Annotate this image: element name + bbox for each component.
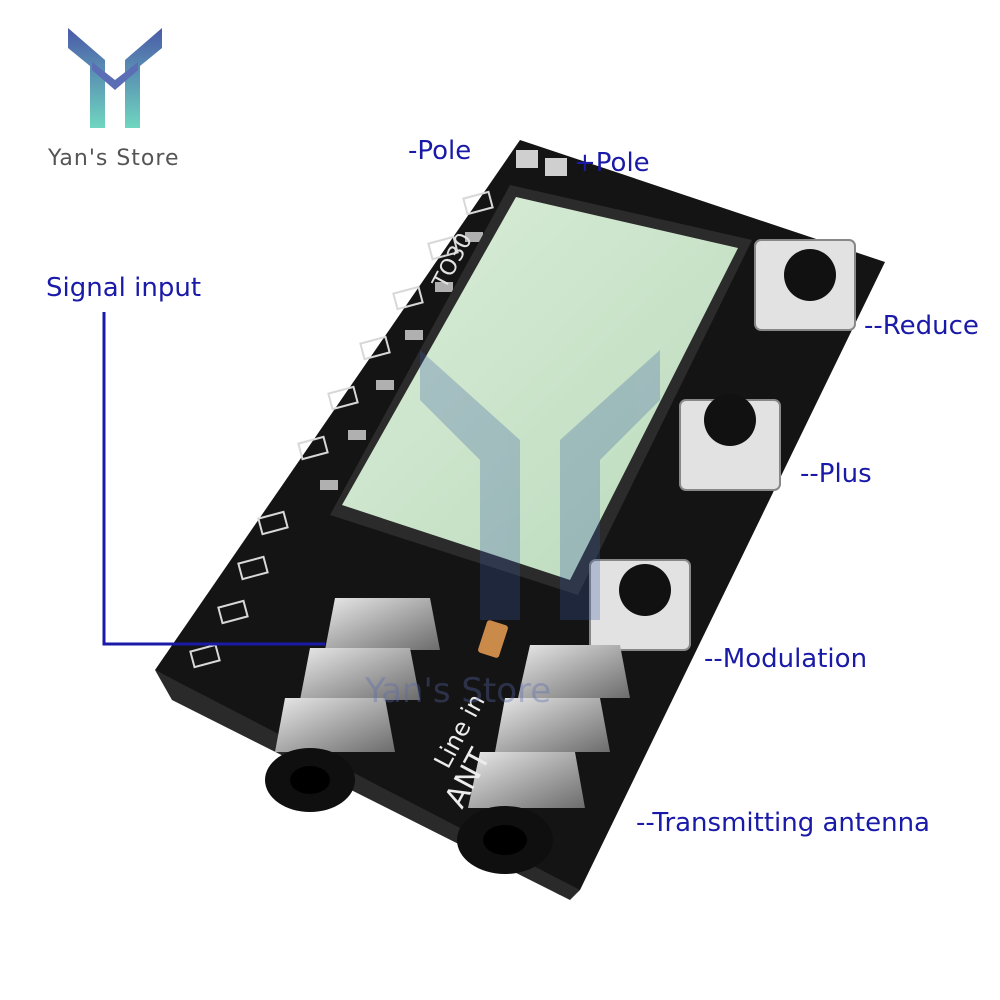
pos-pole-pad [545, 158, 567, 176]
signal-input-callout [102, 312, 325, 646]
reduce-label: --Reduce [864, 311, 979, 341]
silkscreen-pads [189, 190, 494, 669]
modulation-button[interactable] [589, 559, 691, 651]
smd-components [320, 232, 483, 490]
store-logo [68, 28, 162, 128]
watermark-logo [420, 350, 660, 620]
plus-label: --Plus [800, 459, 872, 489]
antenna-jack[interactable] [457, 645, 630, 874]
store-name: Yan's Store [48, 146, 180, 171]
capacitor [478, 620, 508, 658]
pos-pole-label: +Pole [574, 148, 650, 178]
neg-pole-pad [516, 150, 538, 168]
transmitting-antenna-label: --Transmitting antenna [636, 808, 930, 838]
neg-pole-label: -Pole [408, 136, 472, 166]
plus-button[interactable] [679, 394, 781, 491]
signal-input-jack[interactable] [265, 598, 440, 812]
lcd-glass [342, 197, 738, 580]
reduce-button[interactable] [754, 239, 856, 331]
watermark-text: Yan's Store [364, 671, 551, 711]
signal-input-label: Signal input [46, 273, 202, 303]
modulation-label: --Modulation [704, 644, 868, 674]
